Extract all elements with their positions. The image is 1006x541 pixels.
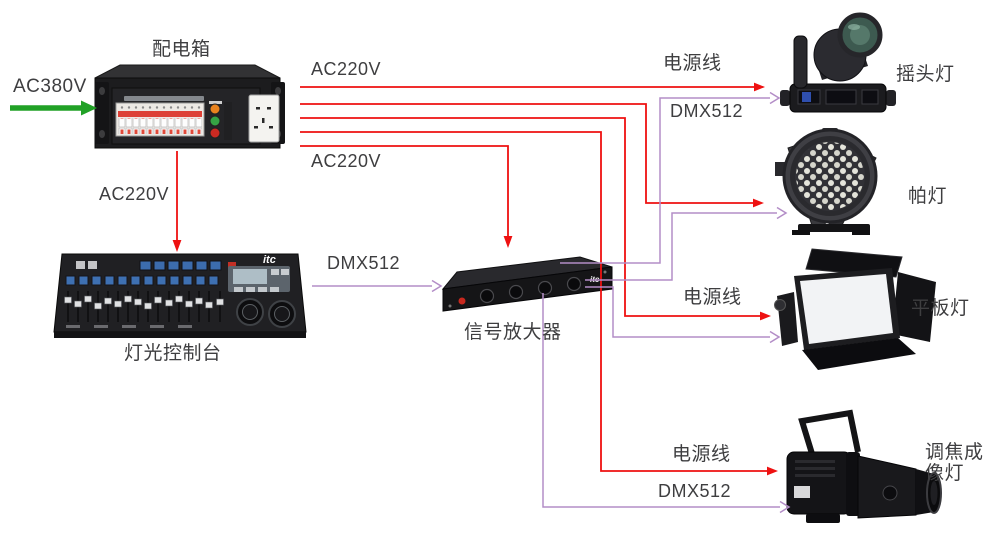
console-jog-wheels — [236, 298, 296, 328]
label-power-line-top: 电源线 — [663, 53, 722, 74]
wire-dmx-console-to-amplifier — [312, 279, 443, 293]
label-ac220v-top: AC220V — [311, 59, 382, 79]
distribution-box-image — [94, 64, 285, 149]
lighting-console-image: itc — [53, 253, 307, 338]
label-power-line-panel: 电源线 — [683, 287, 742, 308]
label-imaging-light-line2: 像灯 — [925, 463, 965, 484]
label-par-light: 帕灯 — [908, 186, 948, 207]
wire-dmx-imaging-light — [542, 293, 791, 514]
wire-dmx-par-light — [585, 206, 788, 281]
power-button-green — [209, 115, 221, 127]
label-ac380v: AC380V — [13, 76, 87, 97]
par-light-image — [775, 128, 878, 235]
label-dmx512-moving-head: DMX512 — [670, 101, 744, 121]
panel-light-image — [774, 248, 936, 370]
label-distribution-box: 配电箱 — [152, 39, 211, 60]
moving-head-light-image — [780, 12, 896, 113]
label-lighting-console: 灯光控制台 — [124, 343, 222, 364]
power-socket — [248, 94, 280, 143]
panel-light-face — [800, 274, 893, 344]
wire-power-moving-head — [300, 82, 765, 92]
wire-power-amplifier — [300, 145, 513, 248]
power-button-orange — [209, 103, 221, 115]
wire-power-console — [172, 151, 182, 252]
signal-amplifier-image: itc — [441, 256, 613, 312]
console-buttons-row1 — [139, 260, 236, 271]
label-imaging-light-line1: 调焦成 — [925, 442, 984, 463]
console-brand-logo: itc — [263, 254, 276, 266]
wire-power-panel-light — [300, 117, 771, 321]
wire-power-par-light — [300, 103, 764, 208]
wire-power-imaging-light — [300, 131, 778, 476]
label-ac220v-console: AC220V — [99, 184, 170, 204]
label-ac220v-amplifier: AC220V — [311, 151, 382, 171]
wire-mains-ac380v — [10, 100, 97, 116]
label-panel-light: 平板灯 — [911, 298, 970, 319]
label-dmx512-console: DMX512 — [327, 253, 401, 273]
console-display — [228, 266, 290, 292]
wire-dmx-moving-head — [560, 91, 781, 264]
wire-dmx-panel-light — [585, 286, 781, 344]
label-moving-head-light: 摇头灯 — [896, 64, 955, 85]
label-power-line-imaging: 电源线 — [672, 444, 731, 465]
model-label-strip — [124, 96, 204, 101]
label-imaging-light: 调焦成 像灯 — [925, 442, 984, 484]
amplifier-power-switch — [458, 297, 466, 305]
label-signal-amplifier: 信号放大器 — [464, 322, 562, 343]
imaging-light-image — [786, 409, 942, 523]
breaker-panel — [115, 102, 205, 137]
console-fader-caps — [64, 295, 224, 310]
power-button-red — [209, 127, 221, 139]
par-led-array — [796, 142, 864, 210]
label-dmx512-imaging: DMX512 — [658, 481, 732, 501]
console-buttons-row2 — [65, 275, 219, 286]
